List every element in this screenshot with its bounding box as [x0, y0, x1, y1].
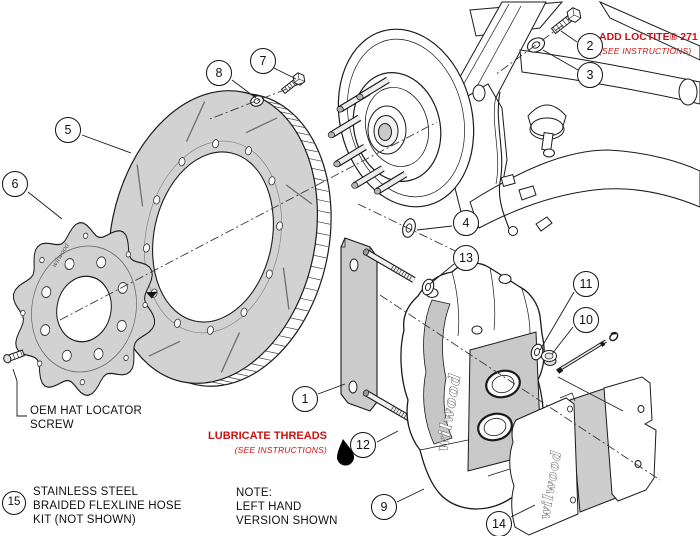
hose-kit-line2: BRAIDED FLEXLINE HOSE — [33, 500, 182, 512]
retaining-clip — [609, 331, 619, 342]
callout-8: 8 — [206, 60, 232, 86]
oem-screw-line2: SCREW — [30, 419, 74, 431]
callout-6: 6 — [2, 171, 28, 197]
callout-2: 2 — [577, 33, 603, 59]
callout-15: 15 — [2, 491, 26, 515]
leader-lines — [12, 30, 579, 518]
bolt-7 — [280, 72, 306, 95]
lubricant-droplet-icon — [337, 439, 355, 466]
note-line3: VERSION SHOWN — [236, 515, 338, 527]
callout-10: 10 — [573, 307, 599, 333]
hose-kit-line1: STAINLESS STEEL — [33, 486, 139, 498]
rotation-arrow-icon — [146, 291, 158, 299]
note-line2: LEFT HAND — [236, 501, 302, 513]
callout-11: 11 — [573, 271, 599, 297]
hose-kit-label: STAINLESS STEEL BRAIDED FLEXLINE HOSE KI… — [33, 485, 182, 527]
callout-4: 4 — [453, 210, 479, 236]
note-line1: NOTE: — [236, 487, 273, 499]
callout-5: 5 — [55, 117, 81, 143]
wheel-studs — [327, 76, 408, 195]
lubricate-sub: (SEE INSTRUCTIONS) — [234, 445, 327, 455]
lubricate-title: LUBRICATE THREADS — [208, 430, 327, 442]
oem-screw-line1: OEM HAT LOCATOR — [30, 405, 143, 417]
note-label: NOTE: LEFT HAND VERSION SHOWN — [236, 486, 338, 528]
retaining-nut — [541, 350, 557, 366]
callout-12: 12 — [350, 432, 376, 458]
lubricate-note: LUBRICATE THREADS (SEE INSTRUCTIONS) — [205, 429, 327, 457]
rotor-hat — [13, 222, 155, 396]
washers — [250, 37, 546, 361]
bolt-2 — [550, 7, 582, 35]
loctite-title: ADD LOCTITE® 271 — [599, 31, 698, 43]
knuckle-hub-assembly — [327, 0, 700, 237]
oem-screw-label: OEM HAT LOCATOR SCREW — [30, 404, 142, 432]
callout-3: 3 — [577, 62, 603, 88]
callout-9: 9 — [371, 494, 397, 520]
callout-14: 14 — [486, 511, 512, 536]
center-lines — [59, 24, 661, 481]
hose-kit-line3: KIT (NOT SHOWN) — [33, 514, 136, 526]
loctite-note: ADD LOCTITE® 271 (SEE INSTRUCTIONS) — [599, 30, 698, 58]
callout-1: 1 — [292, 386, 318, 412]
callout-7: 7 — [250, 48, 276, 74]
loctite-sub: (SEE INSTRUCTIONS) — [599, 46, 692, 56]
rotor — [107, 90, 332, 387]
rotor-vane-hatching — [211, 101, 331, 385]
callout-13: 13 — [453, 245, 479, 271]
caliper-mount-bracket — [340, 237, 378, 412]
oem-hat-locator-screw — [3, 349, 25, 364]
pad-retaining-pin — [556, 339, 607, 374]
brake-pads: wilwood — [509, 376, 657, 536]
